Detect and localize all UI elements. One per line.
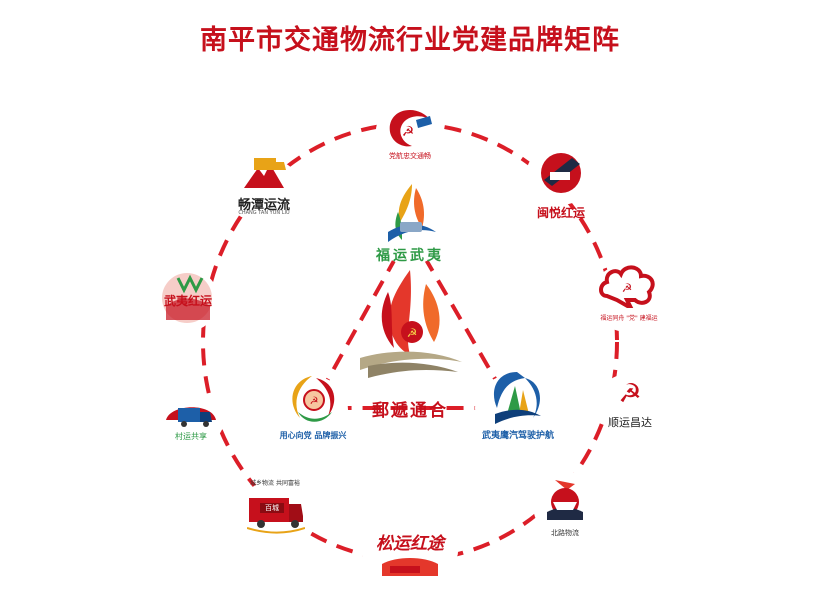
svg-text:☭: ☭	[402, 124, 415, 140]
outer-logo-left-lower	[164, 398, 218, 430]
outer-sub-upper-left: CHANG TAN YUN LIU	[238, 210, 290, 216]
outer-label-left-lower: 村运共享	[175, 432, 207, 441]
center-label: 郵遞通合	[372, 401, 448, 421]
outer-badge-lower-left: 百城	[260, 503, 284, 513]
outer-label-upper-right: 闽悦红运	[536, 206, 585, 220]
svg-text:☭: ☭	[310, 396, 319, 407]
outer-label-upper-left: 畅潭运流	[237, 198, 290, 213]
outer-label-lower-left: 城乡物流 共同富裕	[250, 480, 300, 487]
inner-triangle	[308, 227, 516, 410]
inner-label-right: 武夷鹰汽驾驶护航	[481, 431, 554, 441]
outer-logo-bottom	[380, 554, 440, 576]
outer-label-left-upper: 武夷红运	[163, 294, 212, 308]
outer-logo-upper-right	[536, 150, 586, 196]
inner-logo-left: ☭	[282, 372, 344, 426]
svg-text:☭: ☭	[407, 326, 418, 340]
outer-logo-top: ☭	[386, 106, 434, 150]
outer-logo-right-lower: ☭	[613, 378, 647, 410]
outer-label-right-lower: 顺运昌达	[608, 416, 652, 429]
center-logo: ☭	[354, 262, 466, 382]
outer-logo-left-upper	[160, 268, 214, 330]
outer-logo-lower-right	[541, 476, 589, 526]
outer-label-right-upper: 福运同舟 "党" 建福运	[600, 315, 658, 322]
outer-ring	[201, 122, 619, 562]
outer-label-lower-right: 北路物流	[551, 529, 579, 537]
outer-logo-upper-left	[240, 154, 288, 194]
inner-logo-top	[378, 182, 442, 246]
inner-label-top: 福运武夷	[376, 248, 444, 264]
svg-text:☭: ☭	[618, 379, 641, 409]
inner-logo-right	[485, 368, 549, 428]
outer-logo-right-upper: ☭	[597, 262, 661, 314]
svg-text:☭: ☭	[622, 281, 633, 295]
outer-label-bottom: 松运红途	[376, 534, 444, 554]
inner-label-left: 用心向党 品牌振兴	[279, 431, 347, 440]
page-title: 南平市交通物流行业党建品牌矩阵	[200, 25, 620, 56]
outer-label-top: 党航忠交通畅	[389, 152, 431, 160]
